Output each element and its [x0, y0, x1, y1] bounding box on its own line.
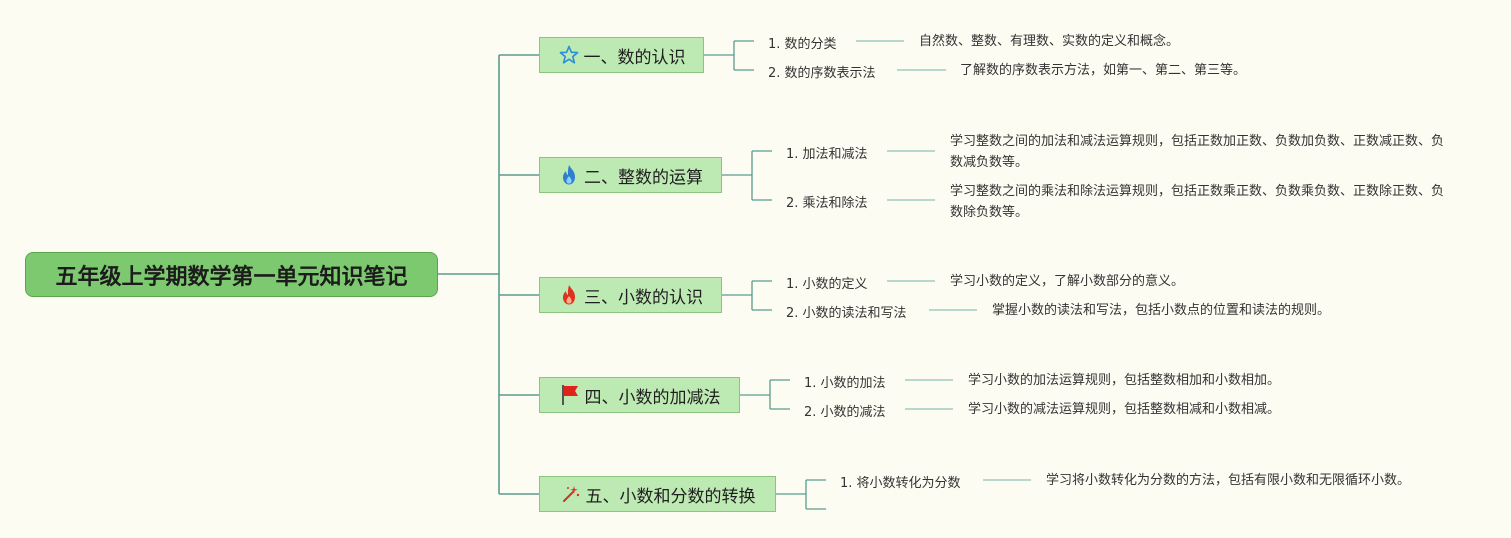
subtopic-label[interactable]: 2. 数的序数表示法 [768, 66, 876, 81]
subtopic-description: 掌握小数的读法和写法，包括小数点的位置和读法的规则。 [992, 303, 1331, 318]
topic-node-5[interactable]: 五、小数和分数的转换 [539, 476, 776, 512]
topic-label: 二、整数的运算 [584, 167, 703, 188]
subtopic-description: 学习小数的加法运算规则，包括整数相加和小数相加。 [968, 373, 1281, 388]
subtopic-label[interactable]: 1. 数的分类 [768, 37, 837, 52]
subtopic-label[interactable]: 2. 小数的减法 [804, 405, 886, 420]
subtopic-label[interactable]: 1. 加法和减法 [786, 147, 868, 162]
topic-node-1[interactable]: 一、数的认识 [539, 37, 704, 73]
topic-node-2[interactable]: 二、整数的运算 [539, 157, 722, 193]
root-node[interactable]: 五年级上学期数学第一单元知识笔记 [25, 252, 438, 297]
subtopic-description: 了解数的序数表示方法，如第一、第二、第三等。 [960, 63, 1247, 78]
topic-label: 三、小数的认识 [584, 287, 703, 308]
subtopic-label[interactable]: 2. 小数的读法和写法 [786, 306, 907, 321]
subtopic-label[interactable]: 1. 小数的加法 [804, 376, 886, 391]
subtopic-description: 学习将小数转化为分数的方法，包括有限小数和无限循环小数。 [1046, 473, 1411, 488]
subtopic-label[interactable]: 1. 小数的定义 [786, 277, 868, 292]
subtopic-label[interactable]: 1. 将小数转化为分数 [840, 476, 961, 491]
subtopic-description: 学习整数之间的乘法和除法运算规则，包括正数乘正数、负数乘负数、正数除正数、负数除… [950, 184, 1445, 220]
topic-node-3[interactable]: 三、小数的认识 [539, 277, 722, 313]
topic-label: 一、数的认识 [583, 47, 686, 68]
sparkle-icon [560, 483, 582, 505]
subtopic-description: 自然数、整数、有理数、实数的定义和概念。 [919, 34, 1180, 49]
red-flag-icon [559, 384, 581, 406]
topic-label: 四、小数的加减法 [584, 387, 721, 408]
topic-label: 五、小数和分数的转换 [585, 486, 756, 507]
blue-flame-icon [558, 164, 580, 186]
red-flame-icon [558, 284, 580, 306]
subtopic-description: 学习小数的减法运算规则，包括整数相减和小数相减。 [968, 402, 1281, 417]
topic-node-4[interactable]: 四、小数的加减法 [539, 377, 740, 413]
subtopic-description: 学习小数的定义，了解小数部分的意义。 [950, 274, 1185, 289]
star-icon [558, 44, 580, 66]
subtopic-description: 学习整数之间的加法和减法运算规则，包括正数加正数、负数加负数、正数减正数、负数减… [950, 134, 1445, 170]
subtopic-label[interactable]: 2. 乘法和除法 [786, 196, 868, 211]
root-title: 五年级上学期数学第一单元知识笔记 [55, 264, 408, 290]
